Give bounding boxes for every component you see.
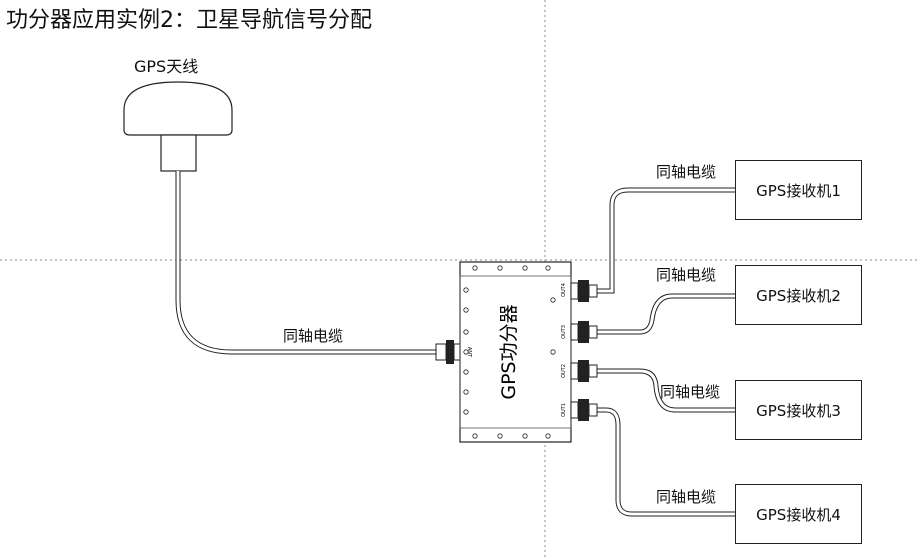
output-cable-3: [597, 293, 735, 335]
output-cables: [597, 187, 735, 517]
screw-10: [463, 307, 469, 313]
receiver-box-2: GPS接收机2: [735, 265, 862, 325]
receiver-box-4: GPS接收机4: [735, 484, 862, 544]
splitter-label: GPS功分器: [498, 304, 520, 399]
output-connector-3: [570, 321, 598, 343]
screw-7: [545, 265, 551, 271]
output-cable-4: [597, 187, 735, 294]
antenna-base: [160, 134, 197, 172]
cable-label-main: 同轴电缆: [283, 327, 344, 345]
screw-5: [522, 265, 528, 271]
receiver-label-1: GPS接收机1: [756, 181, 841, 200]
screw-6: [522, 433, 528, 439]
receiver-label-4: GPS接收机4: [756, 505, 841, 524]
receiver-box-3: GPS接收机3: [735, 380, 862, 440]
screw-8: [545, 433, 551, 439]
antenna-cable: [175, 171, 438, 355]
screw-17: [550, 349, 556, 355]
splitter-lid: [459, 275, 572, 429]
output-connector-4: [570, 280, 598, 302]
screw-13: [463, 369, 469, 375]
output-port-label-3: OUT3: [561, 325, 567, 339]
screw-15: [463, 409, 469, 415]
receiver-label-2: GPS接收机2: [756, 286, 841, 305]
screw-3: [497, 265, 503, 271]
receiver-label-3: GPS接收机3: [756, 401, 841, 420]
output-port-label-1: OUT1: [561, 403, 567, 417]
antenna-label: GPS天线: [134, 57, 199, 76]
gps-splitter: GPS功分器 ANT OUT4 OUT3 OUT2 OUT1: [459, 261, 572, 443]
output-cable-2: [597, 368, 735, 413]
page-title: 功分器应用实例2：卫星导航信号分配: [6, 8, 372, 33]
input-port-label: ANT: [466, 347, 472, 358]
output-cable-1: [597, 407, 735, 517]
screw-1: [472, 265, 478, 271]
receiver-box-1: GPS接收机1: [735, 160, 862, 220]
input-connector: [435, 340, 461, 364]
output-connector-2: [570, 360, 598, 382]
screw-2: [472, 433, 478, 439]
cable-label-4: 同轴电缆: [656, 488, 717, 506]
cable-label-1: 同轴电缆: [656, 163, 717, 181]
output-port-label-4: OUT4: [561, 283, 567, 297]
screw-4: [497, 433, 503, 439]
screw-14: [463, 389, 469, 395]
gps-antenna: [123, 81, 233, 172]
output-port-label-2: OUT2: [561, 364, 567, 378]
screw-11: [463, 329, 469, 335]
cable-label-2: 同轴电缆: [656, 266, 717, 284]
output-connectors: [570, 280, 598, 421]
cable-label-3: 同轴电缆: [660, 383, 721, 401]
screw-12: [463, 349, 469, 355]
antenna-dome: [123, 81, 233, 136]
output-connector-1: [570, 399, 598, 421]
screw-16: [550, 297, 556, 303]
splitter-screws: [463, 265, 556, 439]
screw-9: [463, 287, 469, 293]
